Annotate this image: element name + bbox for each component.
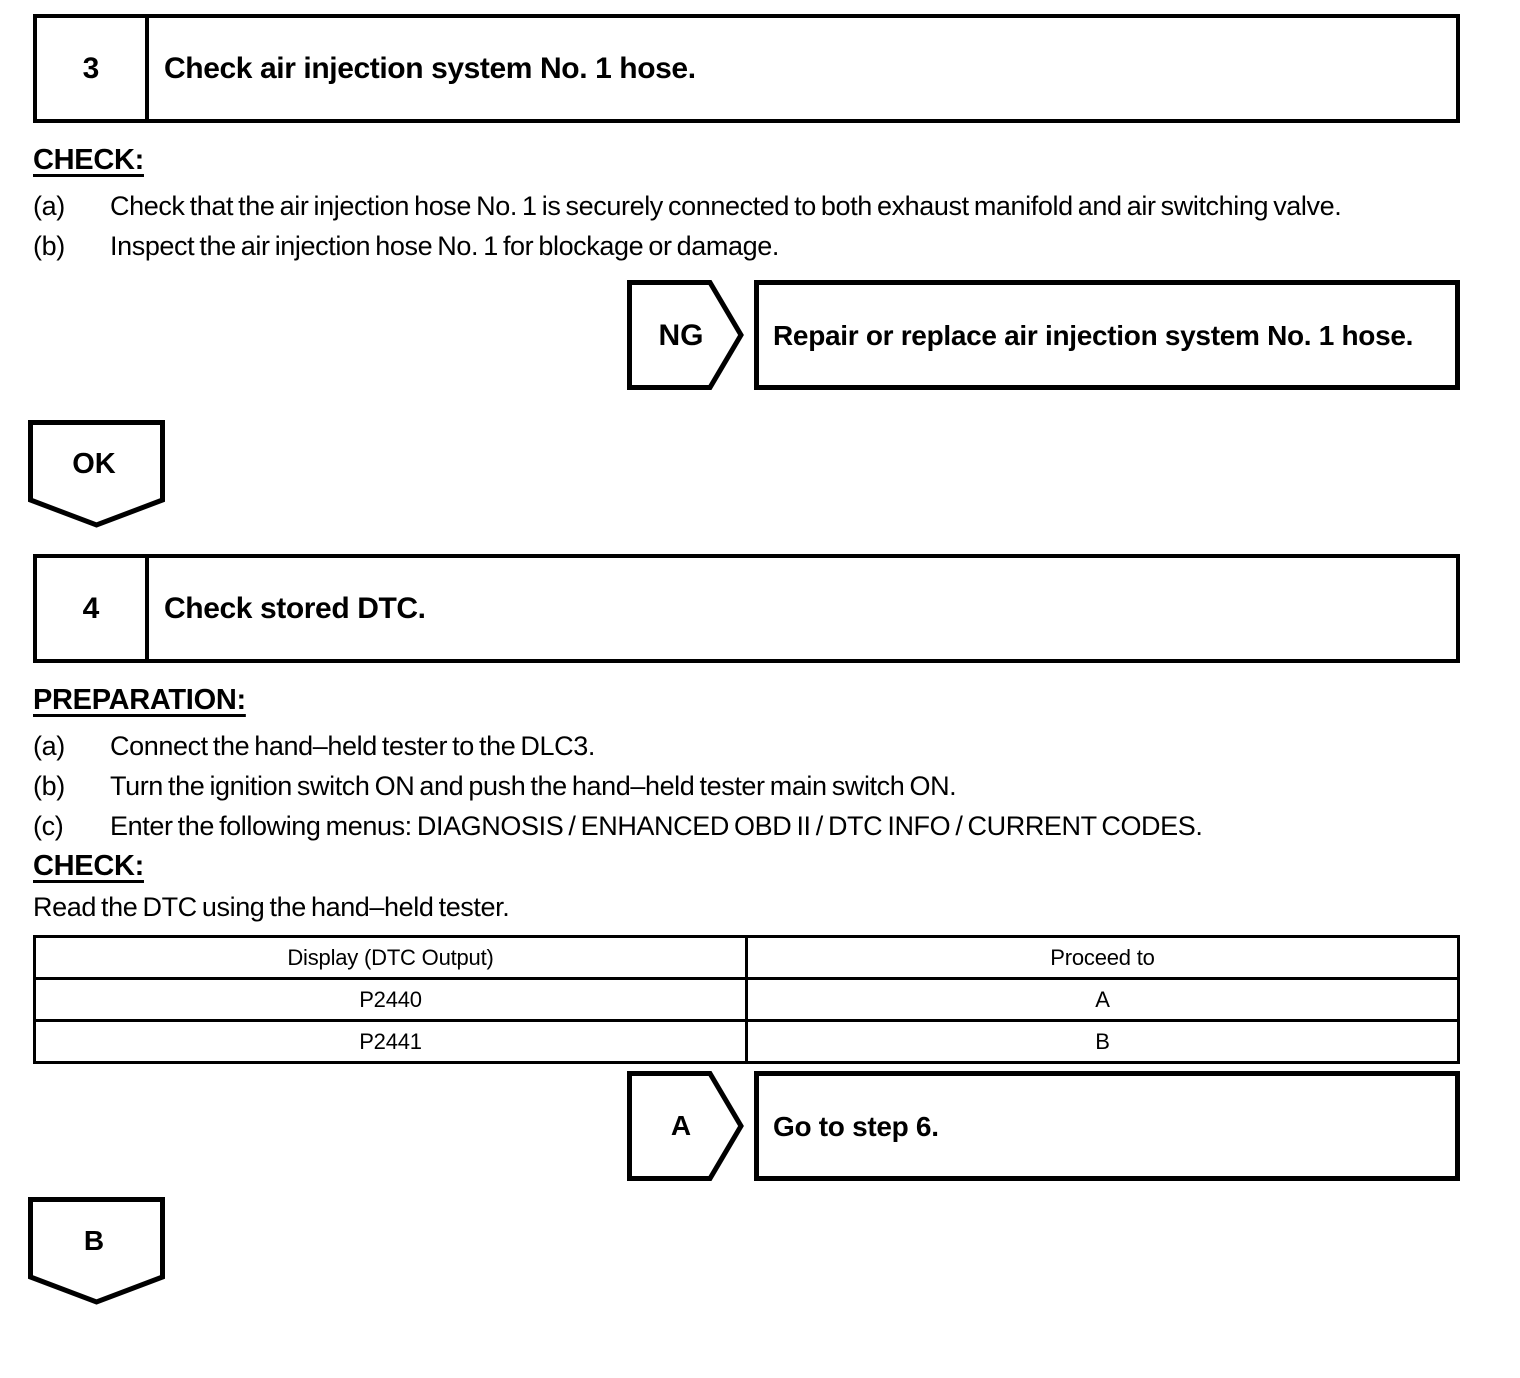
b-connector-label: B: [84, 1225, 104, 1256]
step-4-preparation-items: (a) Connect the hand–held tester to the …: [33, 726, 1460, 846]
ng-result-text: Repair or replace air injection system N…: [773, 319, 1414, 351]
step-3-header-box: 3 Check air injection system No. 1 hose.: [33, 14, 1460, 123]
list-item: (a) Check that the air injection hose No…: [33, 186, 1460, 226]
item-label: (a): [33, 191, 65, 221]
ng-connector-label: NG: [659, 319, 704, 352]
step-3-number: 3: [37, 18, 149, 119]
manual-page: 3 Check air injection system No. 1 hose.…: [28, 14, 1460, 1305]
item-text: Check that the air injection hose No. 1 …: [110, 191, 1342, 221]
step-3-title: Check air injection system No. 1 hose.: [164, 51, 696, 85]
item-text: Enter the following menus: DIAGNOSIS / E…: [110, 811, 1203, 841]
a-connector-label: A: [671, 1110, 691, 1141]
a-result-text: Go to step 6.: [773, 1110, 939, 1142]
table-cell: P2440: [33, 977, 748, 1022]
dtc-table: Display (DTC Output) Proceed to P2440 A …: [33, 935, 1460, 1064]
table-cell: P2441: [33, 1019, 748, 1064]
table-header-cell: Display (DTC Output): [33, 935, 748, 980]
step-4-check-heading: CHECK:: [33, 850, 144, 882]
list-item: (b) Inspect the air injection hose No. 1…: [33, 226, 1460, 266]
ng-result-box: Repair or replace air injection system N…: [754, 280, 1460, 390]
step-4-number: 4: [37, 558, 149, 659]
item-label: (b): [33, 771, 65, 801]
step-4-title: Check stored DTC.: [164, 591, 426, 625]
step-4-check-text: Read the DTC using the hand–held tester.: [33, 892, 510, 922]
item-text: Inspect the air injection hose No. 1 for…: [110, 231, 779, 261]
a-connector-arrow-icon: A: [627, 1071, 744, 1181]
table-row: P2441 B: [33, 1019, 1460, 1064]
ok-connector-label: OK: [72, 448, 116, 480]
item-label: (b): [33, 231, 65, 261]
step-3-check-items: (a) Check that the air injection hose No…: [33, 186, 1460, 266]
table-cell: B: [745, 1019, 1460, 1064]
table-row: P2440 A: [33, 977, 1460, 1022]
ng-connector-arrow-icon: NG: [627, 280, 744, 390]
a-result-box: Go to step 6.: [754, 1071, 1460, 1181]
item-text: Connect the hand–held tester to the DLC3…: [110, 731, 595, 761]
item-text: Turn the ignition switch ON and push the…: [110, 771, 957, 801]
step-4-header-box: 4 Check stored DTC.: [33, 554, 1460, 663]
item-label: (a): [33, 731, 65, 761]
b-connector-arrow-icon: B: [28, 1197, 165, 1305]
list-item: (b) Turn the ignition switch ON and push…: [33, 766, 1460, 806]
a-branch-row: A Go to step 6.: [627, 1071, 1460, 1181]
table-header-cell: Proceed to: [745, 935, 1460, 980]
table-cell: A: [745, 977, 1460, 1022]
list-item: (c) Enter the following menus: DIAGNOSIS…: [33, 806, 1460, 846]
table-header-row: Display (DTC Output) Proceed to: [33, 935, 1460, 980]
step-4-preparation-heading: PREPARATION:: [33, 684, 246, 716]
ok-connector-arrow-icon: OK: [28, 420, 165, 528]
ng-branch-row: NG Repair or replace air injection syste…: [627, 280, 1460, 390]
item-label: (c): [33, 811, 64, 841]
step-3-check-heading: CHECK:: [33, 144, 144, 176]
list-item: (a) Connect the hand–held tester to the …: [33, 726, 1460, 766]
